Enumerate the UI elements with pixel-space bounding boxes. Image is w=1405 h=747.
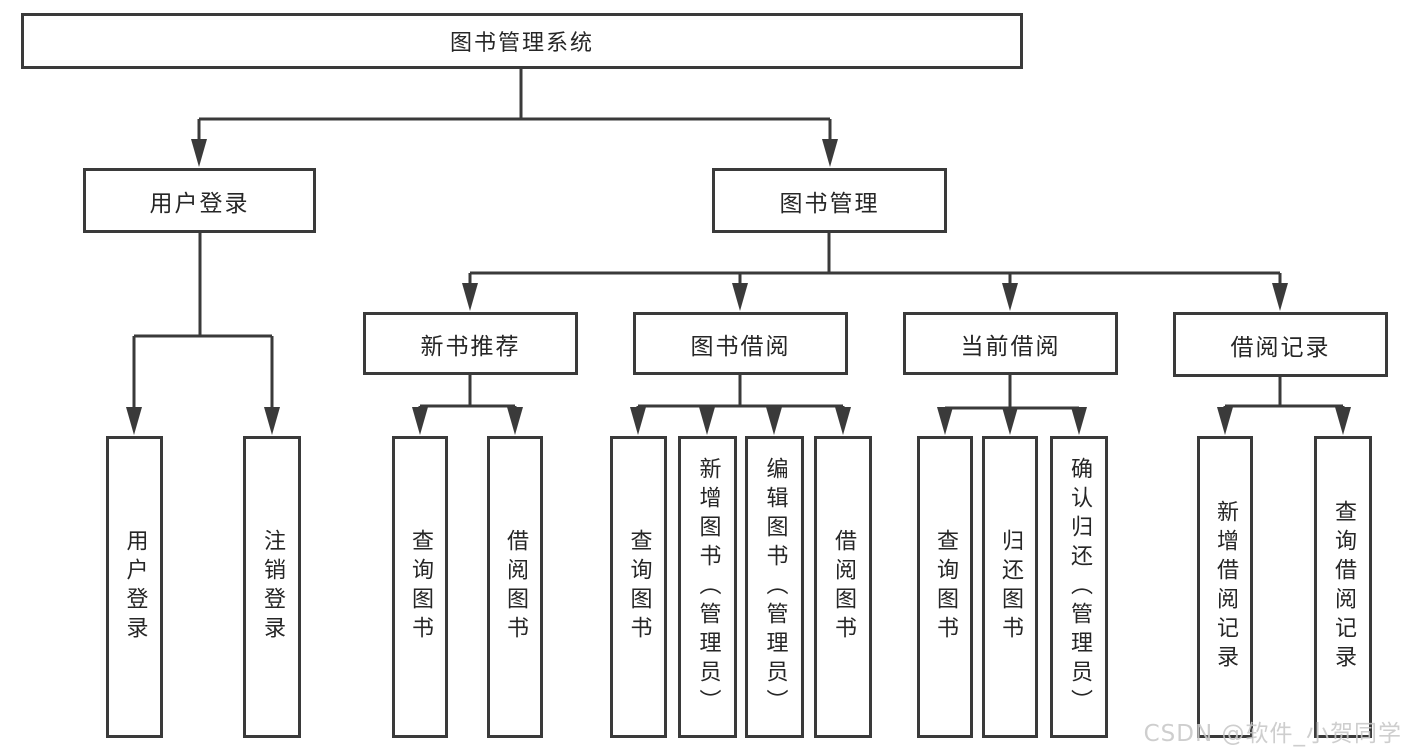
node-label: 查询图书: [626, 529, 652, 645]
node-book-borrow: 图书借阅: [633, 312, 848, 375]
leaf-confirm-return-admin: 确认归还（管理员）: [1050, 436, 1108, 738]
leaf-edit-books-admin: 编辑图书（管理员）: [745, 436, 804, 738]
node-label: 查询借阅记录: [1331, 500, 1356, 674]
leaf-borrow-books: 借阅图书: [814, 436, 872, 738]
arrowheads: [126, 139, 1351, 435]
leaf-query-books-borrow: 查询图书: [610, 436, 667, 738]
node-label: 注销登录: [260, 529, 285, 645]
tree-edges: [132, 68, 1345, 414]
node-label: 归还图书: [998, 529, 1023, 645]
node-label: 用户登录: [149, 190, 250, 217]
node-label: 查询图书: [408, 529, 433, 645]
leaf-query-borrow-record: 查询借阅记录: [1314, 436, 1372, 738]
node-label: 图书借阅: [690, 333, 791, 360]
leaf-add-books-admin: 新增图书（管理员）: [678, 436, 737, 738]
node-label: 借阅图书: [831, 529, 856, 645]
node-label: 借阅图书: [503, 529, 528, 645]
leaf-user-login: 用户登录: [106, 436, 163, 738]
node-label: 查询图书: [933, 529, 958, 645]
node-root-library-system: 图书管理系统: [21, 13, 1023, 69]
node-label: 借阅记录: [1230, 334, 1331, 361]
node-user-login: 用户登录: [83, 168, 316, 233]
leaf-return-books: 归还图书: [982, 436, 1038, 738]
node-label: 图书管理: [779, 190, 880, 217]
node-current-borrow: 当前借阅: [903, 312, 1118, 375]
node-label: 编辑图书（管理员）: [762, 456, 788, 718]
node-label: 用户登录: [122, 529, 148, 645]
node-borrow-records: 借阅记录: [1173, 312, 1388, 377]
node-label: 当前借阅: [960, 333, 1061, 360]
leaf-logout: 注销登录: [243, 436, 301, 738]
node-new-book-recommend: 新书推荐: [363, 312, 578, 375]
node-label: 图书管理系统: [449, 31, 594, 56]
node-label: 确认归还（管理员）: [1067, 456, 1092, 718]
node-label: 新增图书（管理员）: [695, 456, 721, 718]
leaf-query-books-current: 查询图书: [917, 436, 973, 738]
leaf-borrow-books-recommend: 借阅图书: [487, 436, 543, 738]
node-book-management: 图书管理: [712, 168, 947, 233]
leaf-add-borrow-record: 新增借阅记录: [1197, 436, 1253, 738]
node-label: 新增借阅记录: [1213, 500, 1238, 674]
csdn-watermark: CSDN @软件_小贺同学: [1143, 721, 1402, 747]
leaf-query-books-recommend: 查询图书: [392, 436, 448, 738]
node-label: 新书推荐: [420, 333, 521, 360]
